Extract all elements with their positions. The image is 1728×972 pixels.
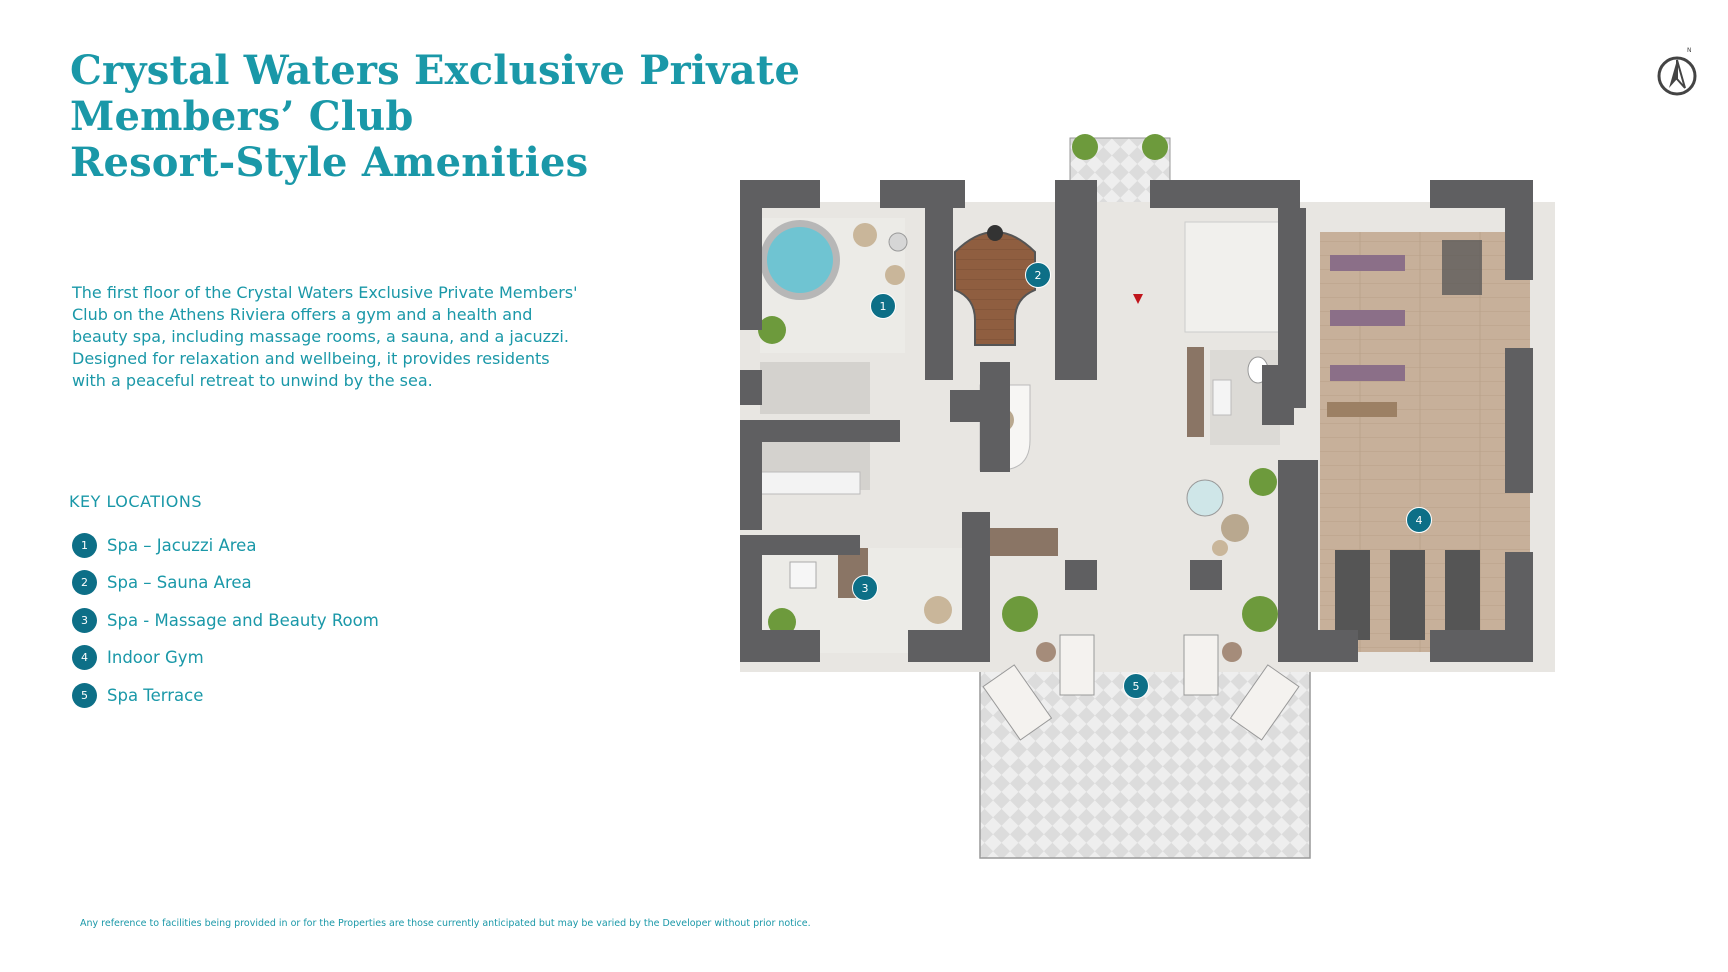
legend-item-gym: 4 Indoor Gym [72,645,379,671]
map-marker-terrace: 5 [1123,673,1149,699]
massage-plant-icon [768,608,796,636]
wc-sink [1212,379,1232,416]
legend-item-terrace: 5 Spa Terrace [72,682,379,708]
key-locations-heading: KEY LOCATIONS [69,492,202,511]
map-marker-gym: 4 [1406,507,1432,533]
title-line-2: Members’ Club [70,93,414,140]
walls [740,180,1533,662]
massage-basin [789,561,817,589]
title-line-3: Resort-Style Amenities [70,139,589,186]
map-marker-massage-room: 3 [852,575,878,601]
jacuzzi-plant-icon [758,316,786,344]
terrace-furniture [982,134,1300,741]
you-are-here-icon [1133,294,1143,304]
legend-badge: 4 [72,645,97,670]
lobby-bench [978,528,1058,556]
jacuzzi-table-icon [888,232,908,252]
compass-north-label: N [1687,47,1692,54]
legend-item-massage-room: 3 Spa - Massage and Beauty Room [72,607,379,633]
description-text: The first floor of the Crystal Waters Ex… [72,283,578,390]
disclaimer-text: Any reference to facilities being provid… [80,918,811,929]
shower-floor-1 [760,362,870,414]
key-locations-legend: 1 Spa – Jacuzzi Area 2 Spa – Sauna Area … [72,532,379,720]
gym-equipment [1327,240,1482,640]
north-arrow-icon: N [1653,46,1701,98]
map-marker-jacuzzi: 1 [870,293,896,319]
vanity-cabinet [1187,347,1204,437]
jacuzzi-stool-icon [885,265,905,285]
page-title: Crystal Waters Exclusive Private Members… [70,48,800,186]
legend-label: Spa – Sauna Area [107,573,252,592]
lounge-plant-icon [1249,468,1277,496]
lounge-table-icon [1186,479,1224,517]
legend-label: Spa Terrace [107,685,204,705]
floor-plan: 1 2 3 4 5 [730,130,1560,860]
legend-item-jacuzzi: 1 Spa – Jacuzzi Area [72,532,379,558]
legend-badge: 1 [72,532,97,558]
legend-item-sauna: 2 Spa – Sauna Area [72,570,379,596]
massage-counter [759,471,861,495]
sauna-stove-icon [987,225,1003,241]
jacuzzi-water [767,227,833,293]
jacuzzi-chair-icon [853,223,877,247]
legend-label: Spa - Massage and Beauty Room [107,610,379,630]
lounge-stool-icon [1212,540,1228,556]
lounge-chair-icon [1221,514,1249,542]
legend-badge: 2 [72,570,97,595]
massage-chair-icon [924,596,952,624]
legend-badge: 5 [72,682,97,708]
legend-label: Indoor Gym [107,648,204,667]
legend-badge: 3 [72,607,97,633]
stair-floor [1184,221,1296,333]
legend-label: Spa – Jacuzzi Area [107,535,257,555]
title-line-1: Crystal Waters Exclusive Private [70,47,801,94]
map-marker-sauna: 2 [1025,262,1051,288]
